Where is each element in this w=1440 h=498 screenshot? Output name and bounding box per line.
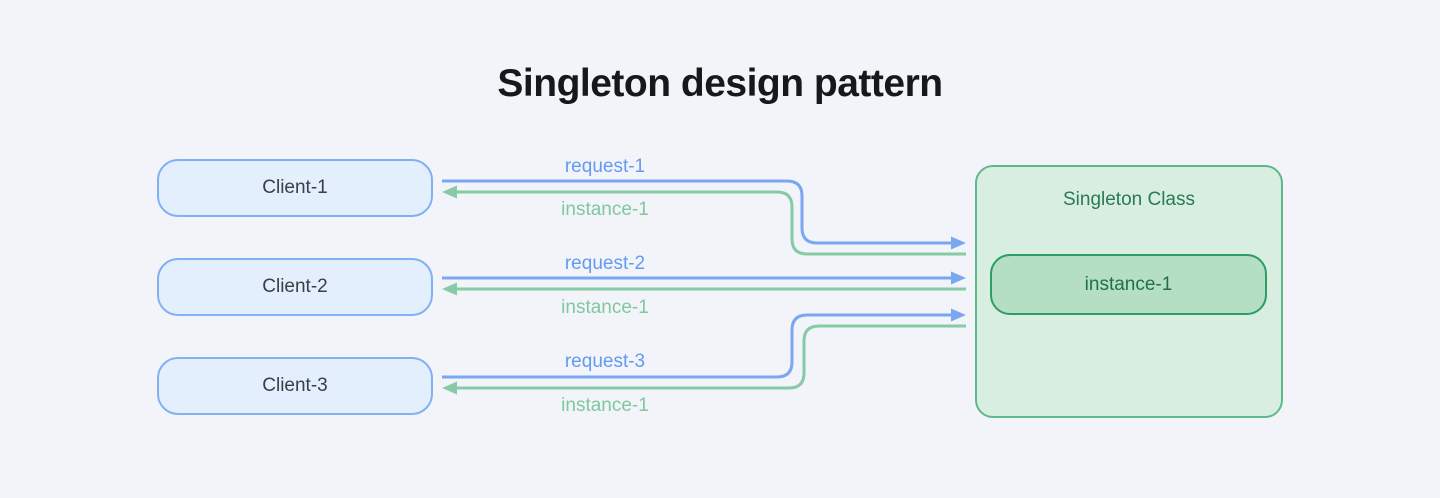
request-1-arrowhead-icon (951, 236, 966, 250)
instance-1-return-arrow-top (457, 190, 966, 256)
request-1-arrow (442, 179, 951, 245)
singleton-class-box: Singleton Class instance-1 (975, 165, 1283, 418)
instance-1-return-arrowhead-middle-icon (442, 282, 457, 296)
request-3-arrowhead-icon (951, 308, 966, 322)
request-2-label: request-2 (564, 253, 646, 274)
client-3-box: Client-3 (157, 357, 433, 415)
instance-1-label-top: instance-1 (561, 199, 649, 220)
instance-1-label-middle: instance-1 (561, 297, 649, 318)
client-1-label: Client-1 (262, 177, 328, 198)
request-3-label: request-3 (564, 351, 646, 372)
instance-1-return-arrow-bottom (457, 324, 966, 390)
client-3-label: Client-3 (262, 375, 328, 396)
instance-1-label: instance-1 (1084, 273, 1173, 295)
request-1-label: request-1 (564, 156, 646, 177)
client-1-box: Client-1 (157, 159, 433, 217)
client-2-label: Client-2 (262, 276, 328, 297)
diagram-title: Singleton design pattern (497, 62, 943, 105)
client-2-box: Client-2 (157, 258, 433, 316)
instance-1-box: instance-1 (990, 254, 1267, 315)
instance-1-return-arrowhead-bottom-icon (442, 381, 457, 395)
request-2-arrowhead-icon (951, 271, 966, 285)
request-3-arrow (442, 313, 951, 379)
instance-1-return-arrowhead-top-icon (442, 185, 457, 199)
singleton-class-title: Singleton Class (1062, 189, 1196, 210)
instance-1-label-bottom: instance-1 (561, 395, 649, 416)
